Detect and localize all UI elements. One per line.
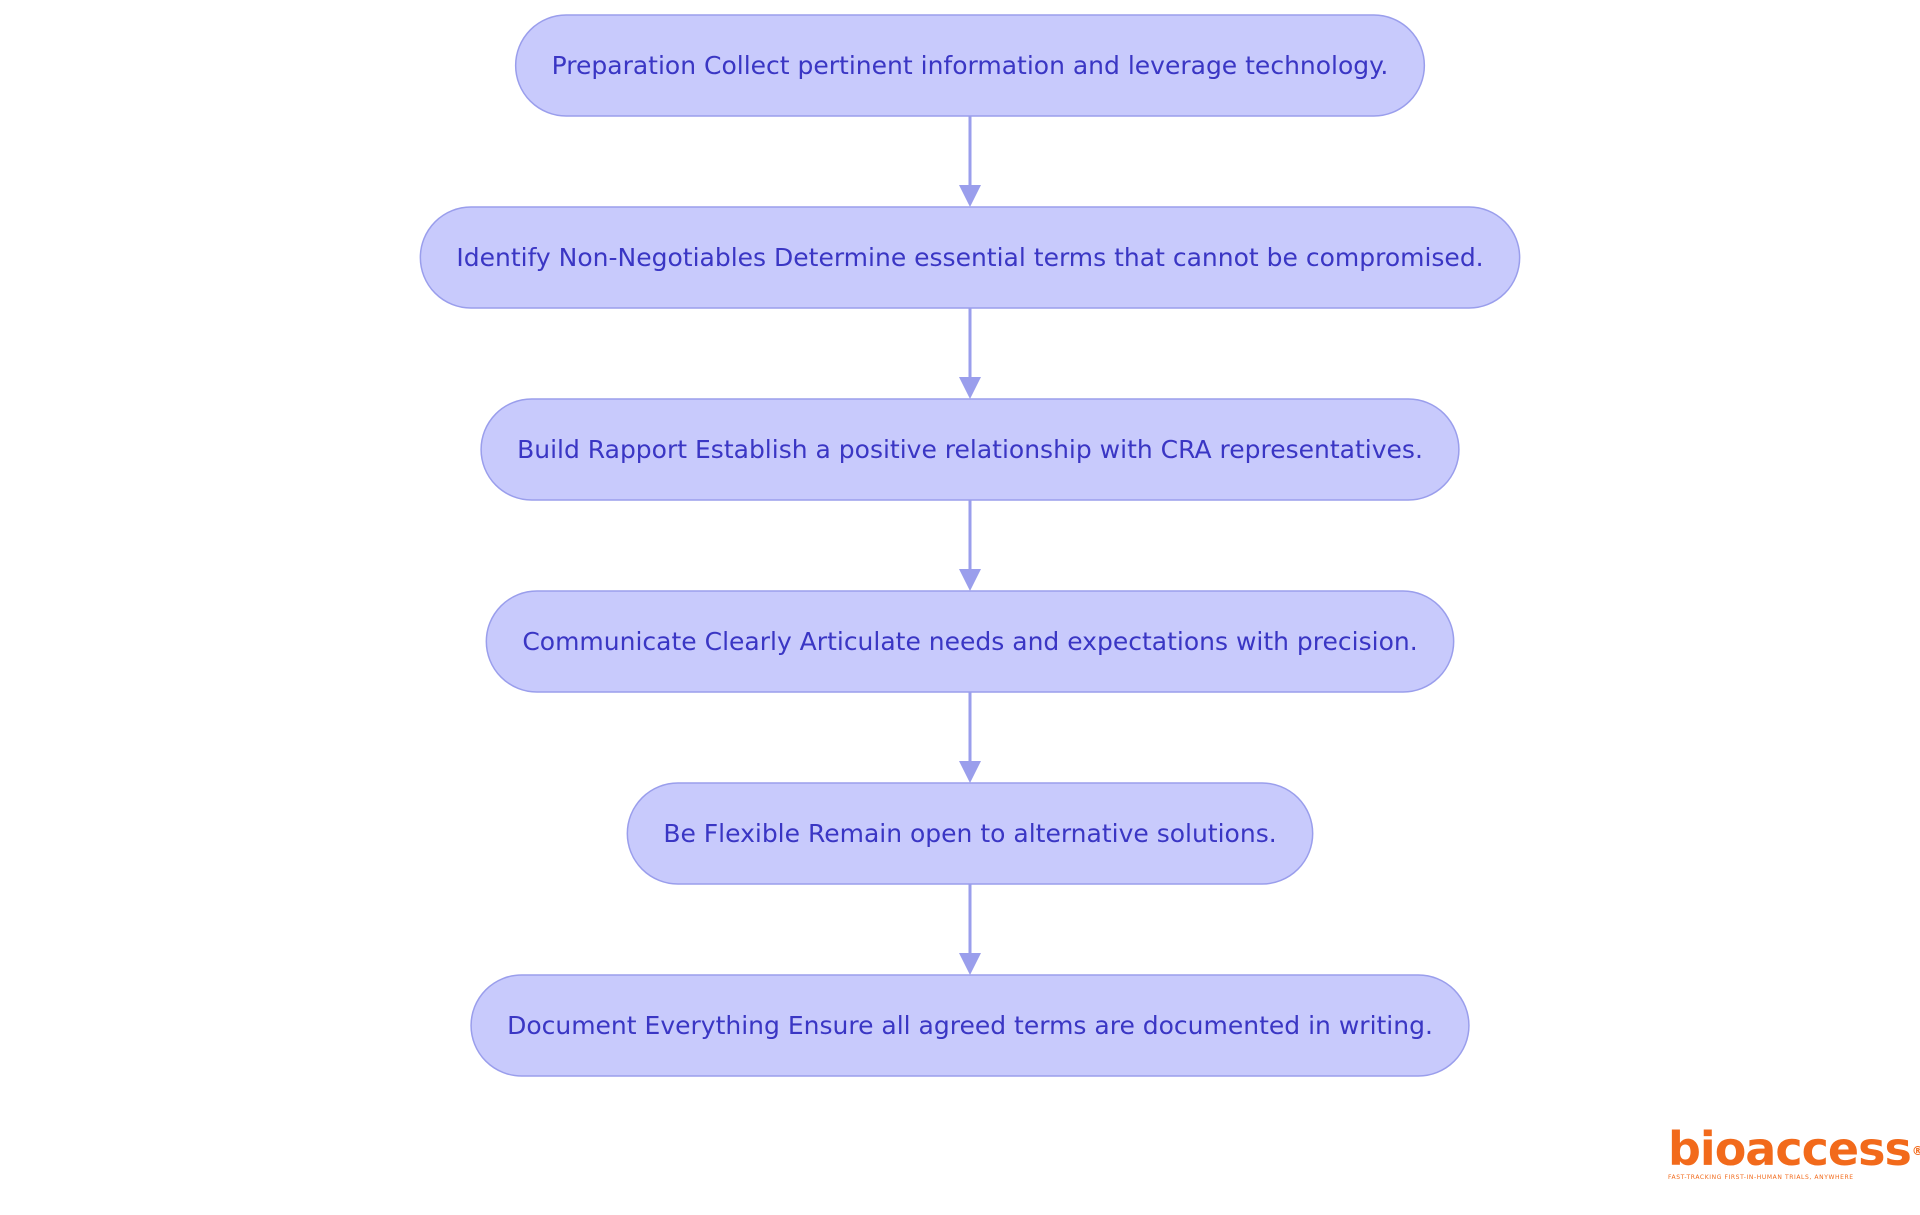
flow-node-label: Preparation Collect pertinent informatio… [552, 51, 1389, 80]
arrow-head-icon [959, 185, 981, 207]
flow-node-label: Be Flexible Remain open to alternative s… [663, 819, 1276, 848]
arrow-head-icon [959, 569, 981, 591]
bioaccess-logo: bioaccess® FAST-TRACKING FIRST-IN-HUMAN … [1668, 1126, 1920, 1181]
flow-node-label: Identify Non-Negotiables Determine essen… [456, 243, 1483, 272]
flow-node-box [470, 974, 1470, 1077]
edges-layer [959, 116, 981, 975]
logo-tagline: FAST-TRACKING FIRST-IN-HUMAN TRIALS, ANY… [1668, 1174, 1854, 1181]
logo-wordmark: bioaccess [1668, 1122, 1912, 1176]
flow-node-box [626, 782, 1314, 885]
flow-node-3: Build Rapport Establish a positive relat… [480, 398, 1460, 501]
flow-node-label: Document Everything Ensure all agreed te… [507, 1011, 1433, 1040]
flow-node-4: Communicate Clearly Articulate needs and… [485, 590, 1455, 693]
flow-node-box [514, 14, 1426, 117]
nodes-layer: Preparation Collect pertinent informatio… [419, 14, 1521, 1077]
arrow-head-icon [959, 377, 981, 399]
flow-node-label: Communicate Clearly Articulate needs and… [522, 627, 1417, 656]
registered-mark: ® [1911, 1144, 1920, 1158]
flow-arrow-3 [959, 500, 981, 591]
flow-node-2: Identify Non-Negotiables Determine essen… [419, 206, 1521, 309]
arrow-head-icon [959, 761, 981, 783]
flow-node-5: Be Flexible Remain open to alternative s… [626, 782, 1314, 885]
flow-node-label: Build Rapport Establish a positive relat… [517, 435, 1423, 464]
flow-node-box [480, 398, 1460, 501]
arrow-head-icon [959, 953, 981, 975]
flow-arrow-4 [959, 692, 981, 783]
flow-arrow-1 [959, 116, 981, 207]
flow-arrow-2 [959, 308, 981, 399]
flow-node-box [485, 590, 1455, 693]
flow-node-6: Document Everything Ensure all agreed te… [470, 974, 1470, 1077]
flow-node-1: Preparation Collect pertinent informatio… [514, 14, 1426, 117]
flow-arrow-5 [959, 884, 981, 975]
flow-node-box [419, 206, 1521, 309]
